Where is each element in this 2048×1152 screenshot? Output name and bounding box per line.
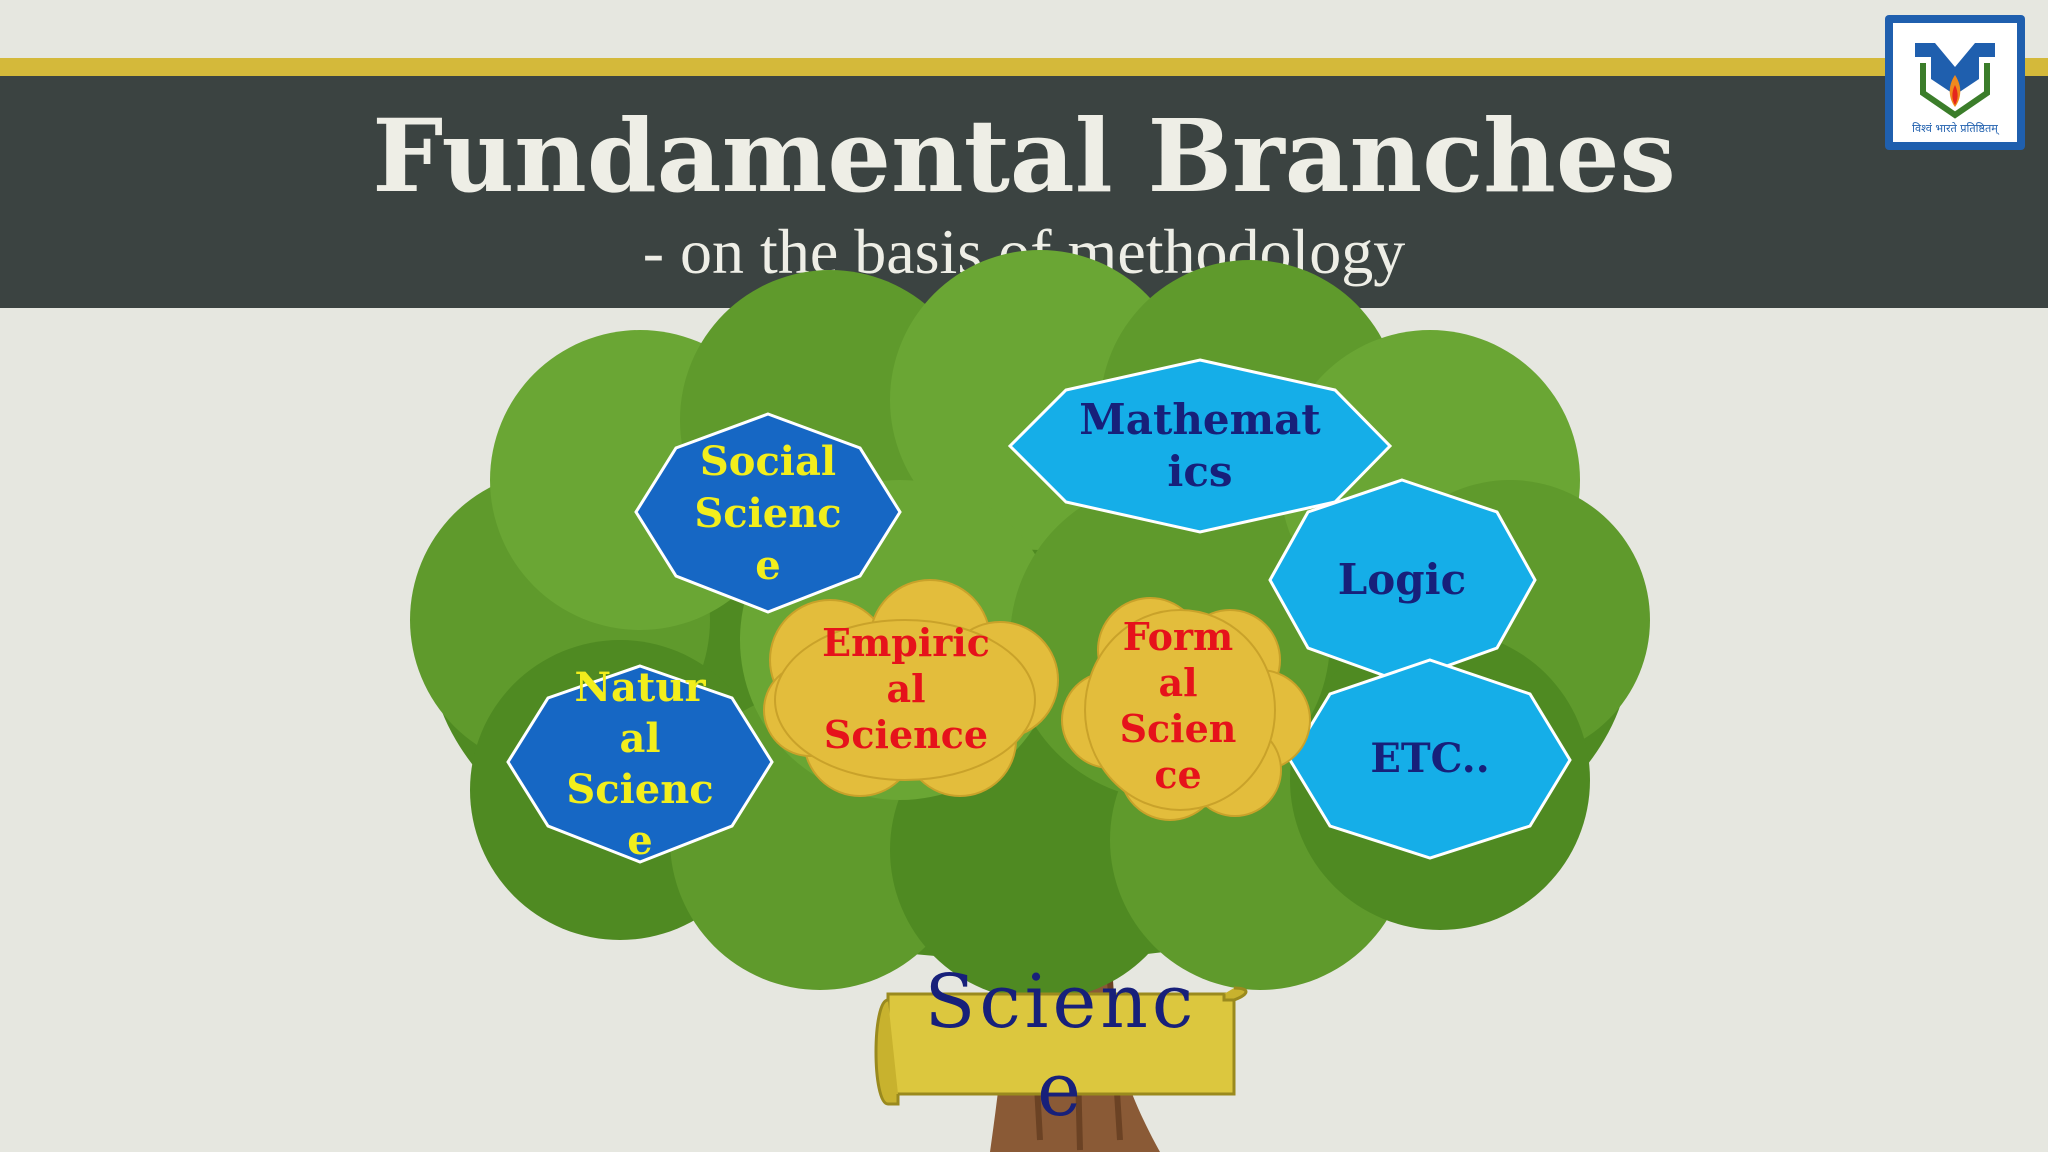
root-scroll <box>874 986 1248 1106</box>
institution-logo: विश्वं भारते प्रतिष्ठितम् <box>1885 15 2025 150</box>
logic-label: Logic <box>1337 555 1467 604</box>
natural-science-shape <box>506 664 774 864</box>
social-science-label: Social Scienc e <box>694 438 842 589</box>
social-science-shape <box>634 412 902 614</box>
etc-shape <box>1288 658 1572 860</box>
root-label: Scienc e <box>924 959 1198 1133</box>
formal-science-label: Form al Scien ce <box>1119 614 1237 797</box>
logo-caption: विश्वं भारते प्रतिष्ठितम् <box>1912 122 1998 135</box>
empirical-science-shape <box>763 579 1059 797</box>
page-title: Fundamental Branches <box>372 97 1676 215</box>
institution-logo-icon <box>1915 43 1995 119</box>
etc-label: ETC.. <box>1370 735 1490 782</box>
mathematics-shape <box>1007 358 1393 534</box>
formal-science-shape <box>1061 597 1311 821</box>
mathematics-label: Mathemat ics <box>1079 395 1321 496</box>
header-accent-line <box>0 58 2048 76</box>
natural-science-label: Natur al Scienc e <box>566 664 714 864</box>
empirical-science-label: Empiric al Science <box>822 620 990 757</box>
